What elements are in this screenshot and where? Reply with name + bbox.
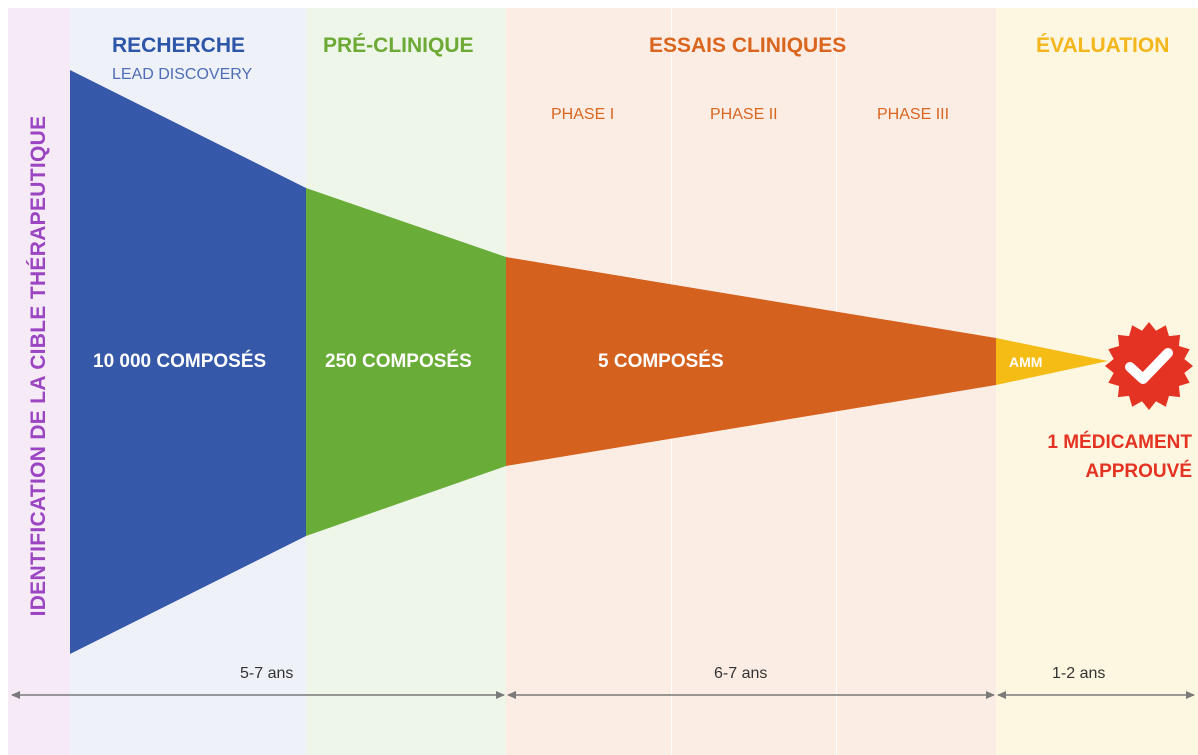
check-seal-icon [1105,322,1193,410]
amm-label: AMM [1009,354,1043,370]
phase-2-label: PHASE II [710,106,778,123]
identification-band [8,8,70,755]
recherche-title: RECHERCHE [112,34,246,57]
approved-line-1: 1 MÉDICAMENT [1047,432,1192,453]
duration-evaluation: 1-2 ans [1052,665,1106,682]
essais-count: 5 COMPOSÉS [598,351,724,372]
essais-cliniques-title: ESSAIS CLINIQUES [649,34,847,57]
evaluation-segment [996,338,1108,385]
recherche-segment [70,70,306,654]
duration-essais: 6-7 ans [714,665,768,682]
phase-1-label: PHASE I [551,106,615,123]
phase-3-label: PHASE III [877,106,950,123]
essais-segment [506,257,996,466]
preclinique-count: 250 COMPOSÉS [325,351,472,372]
duration-recherche: 5-7 ans [240,665,294,682]
approved-drug-label: 1 MÉDICAMENT APPROUVÉ [1010,428,1192,486]
preclinique-segment [306,188,506,536]
recherche-count: 10 000 COMPOSÉS [93,351,267,372]
approved-line-2: APPROUVÉ [1085,461,1192,482]
lead-discovery-subtitle: LEAD DISCOVERY [112,66,253,83]
preclinique-title: PRÉ-CLINIQUE [323,34,474,57]
evaluation-title: ÉVALUATION [1036,34,1170,57]
